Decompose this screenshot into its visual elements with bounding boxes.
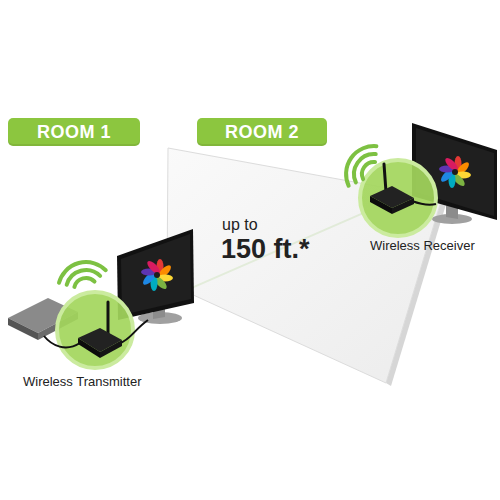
router-front	[78, 338, 100, 358]
antenna	[107, 302, 110, 336]
wifi-signal	[337, 138, 383, 190]
room-label: ROOM 2	[225, 122, 299, 143]
room-label: ROOM 1	[37, 122, 111, 143]
circle-outline	[55, 290, 135, 370]
circle-outline	[358, 158, 438, 238]
router-side	[100, 340, 122, 358]
screen-logo	[141, 259, 173, 291]
monitor-screen	[121, 234, 191, 315]
cable	[120, 320, 148, 343]
device-circle: Wireless Receiver	[358, 158, 438, 238]
wifi-signal	[55, 257, 107, 291]
wifi-arc	[55, 257, 105, 283]
cable	[412, 201, 436, 205]
router-top	[78, 328, 122, 352]
wall	[167, 148, 442, 383]
circle-shape	[360, 160, 436, 236]
router-top	[370, 186, 414, 208]
screen-logo	[439, 156, 471, 188]
router-side	[392, 198, 414, 214]
circle-shape	[57, 292, 133, 368]
wifi-arc	[348, 148, 376, 182]
monitor-bezel	[117, 229, 194, 320]
room-banner: ROOM 2	[197, 118, 327, 146]
wifi-arc	[358, 159, 375, 179]
wifi-arc	[64, 266, 100, 285]
device-label: Wireless Transmitter	[23, 374, 141, 389]
set-top-box-front	[8, 318, 38, 340]
device-circle: Wireless Transmitter	[55, 290, 135, 370]
wifi-arc	[337, 138, 376, 186]
wifi-arc	[73, 276, 95, 287]
room-banner: ROOM 1	[8, 118, 140, 146]
cable	[44, 336, 80, 347]
device-label: Wireless Receiver	[370, 238, 475, 253]
antenna	[384, 164, 386, 192]
router-front	[370, 196, 392, 214]
